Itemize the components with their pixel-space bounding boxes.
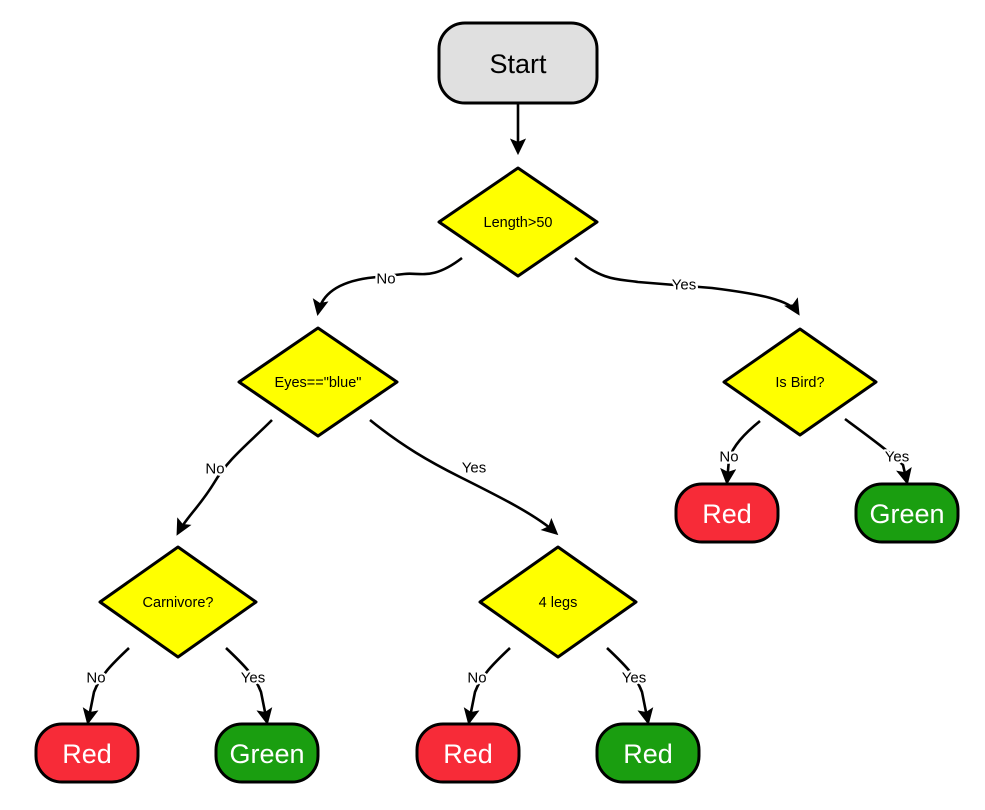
- edge-line: [463, 647, 511, 726]
- node-bird_green[interactable]: Green: [854, 482, 960, 544]
- edge-label-halo: No: [376, 271, 395, 288]
- node-isbird[interactable]: Is Bird?: [722, 327, 878, 437]
- node-shape-rounded-rect[interactable]: [437, 21, 599, 105]
- edge-label: Yes: [672, 277, 696, 294]
- edge-label: No: [467, 670, 486, 687]
- node-label: Red: [623, 739, 673, 769]
- node-label: Red: [443, 739, 493, 769]
- node-shape-rounded-rect[interactable]: [595, 722, 701, 784]
- node-fourlegs[interactable]: 4 legs: [478, 545, 638, 659]
- node-start[interactable]: Start: [437, 21, 599, 105]
- node-shape-rounded-rect[interactable]: [34, 722, 140, 784]
- node-shape-rounded-rect[interactable]: [415, 722, 521, 784]
- edge-label-halo: Yes: [885, 449, 909, 466]
- node-shape-diamond[interactable]: [478, 545, 638, 659]
- node-bird_red[interactable]: Red: [674, 482, 780, 544]
- edge-label-halo: No: [467, 670, 486, 687]
- node-carn_green[interactable]: Green: [214, 722, 320, 784]
- edge-line: [574, 256, 800, 316]
- edge-label: No: [205, 461, 224, 478]
- edge-label: No: [86, 670, 105, 687]
- edge-label-halo: Yes: [622, 670, 646, 687]
- node-legs_red[interactable]: Red: [415, 722, 521, 784]
- node-label: Start: [489, 49, 547, 79]
- edge-label-halo: Yes: [241, 670, 265, 687]
- node-length[interactable]: Length>50: [437, 166, 599, 278]
- edge-label: No: [719, 449, 738, 466]
- node-shape-diamond[interactable]: [437, 166, 599, 278]
- edge-label-halo: Yes: [672, 277, 696, 294]
- node-shape-diamond[interactable]: [722, 327, 878, 437]
- node-carn_red[interactable]: Red: [34, 722, 140, 784]
- node-eyes[interactable]: Eyes=="blue": [237, 326, 399, 438]
- edge-line: [369, 418, 559, 536]
- edge-label: No: [376, 271, 395, 288]
- edge-line: [720, 419, 761, 486]
- edge-label: Yes: [462, 460, 486, 477]
- node-shape-rounded-rect[interactable]: [214, 722, 320, 784]
- edge-line: [844, 417, 912, 486]
- edge-line: [82, 647, 130, 726]
- node-legs_green[interactable]: Red: [595, 722, 701, 784]
- node-label: 4 legs: [539, 595, 578, 611]
- node-label: Carnivore?: [143, 595, 214, 611]
- node-shape-rounded-rect[interactable]: [854, 482, 960, 544]
- node-label: Length>50: [484, 215, 553, 231]
- node-shape-diamond[interactable]: [237, 326, 399, 438]
- edge-label-halo: No: [86, 670, 105, 687]
- edge-label-halo: Yes: [462, 460, 486, 477]
- node-carnivore[interactable]: Carnivore?: [98, 545, 258, 659]
- edge-label: Yes: [241, 670, 265, 687]
- node-label: Red: [62, 739, 112, 769]
- edge-label-halo: No: [719, 449, 738, 466]
- node-label: Eyes=="blue": [275, 375, 362, 391]
- edge-line: [312, 256, 463, 317]
- node-label: Is Bird?: [775, 375, 824, 391]
- edge-label: Yes: [622, 670, 646, 687]
- node-shape-diamond[interactable]: [98, 545, 258, 659]
- node-label: Red: [702, 499, 752, 529]
- node-label: Green: [229, 739, 304, 769]
- edge-label: Yes: [885, 449, 909, 466]
- node-label: Green: [869, 499, 944, 529]
- edge-label-halo: No: [205, 461, 224, 478]
- node-shape-rounded-rect[interactable]: [674, 482, 780, 544]
- edge-line: [225, 647, 273, 726]
- edge-line: [176, 419, 273, 536]
- edge-line: [606, 647, 654, 726]
